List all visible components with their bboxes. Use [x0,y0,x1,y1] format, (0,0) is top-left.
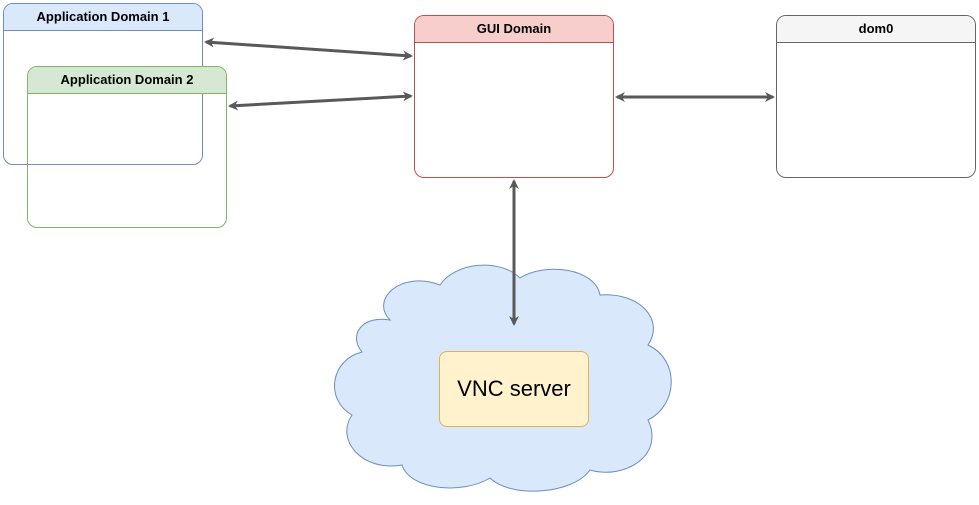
gui-domain-label: GUI Domain [415,16,613,43]
vnc-server-box[interactable]: VNC server [439,351,589,427]
application-domain-2-label: Application Domain 2 [28,67,226,94]
edge-app-domain-2-to-gui-domain[interactable] [228,91,413,111]
gui-domain-box[interactable]: GUI Domain [414,15,614,178]
application-domain-1-label: Application Domain 1 [4,4,202,31]
application-domain-1-box[interactable]: Application Domain 1 [3,3,203,165]
dom0-box[interactable]: dom0 [776,15,976,178]
application-domain-2-box[interactable]: Application Domain 2 [27,66,227,228]
vnc-server-label: VNC server [457,376,571,401]
edge-app-domain-1-to-gui-domain[interactable] [204,37,413,61]
dom0-label: dom0 [777,16,975,43]
